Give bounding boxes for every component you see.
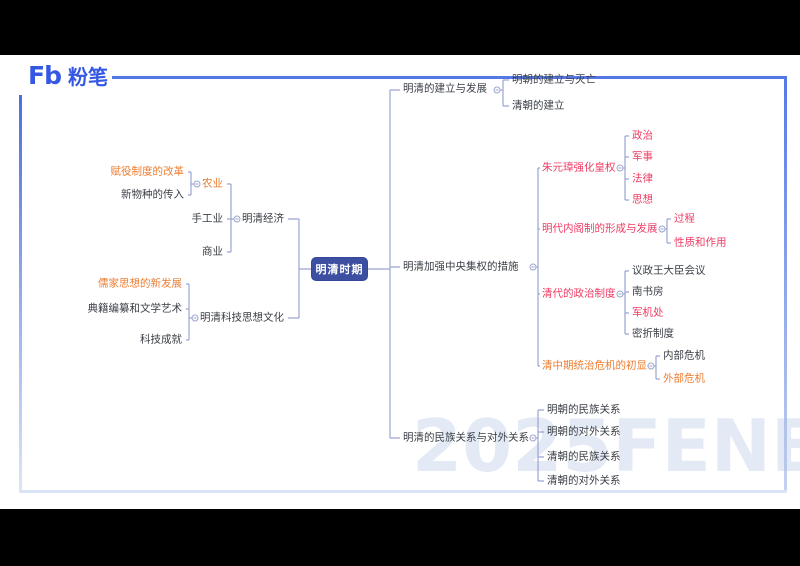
- logo-mark: Fb: [28, 61, 62, 90]
- collapse-toggle-culture[interactable]: [191, 314, 199, 322]
- node-mingqing-shiqi: 明清时期: [311, 257, 368, 281]
- node-secret-memorial: 密折制度: [632, 327, 674, 340]
- collapse-toggle-crisis[interactable]: [647, 362, 655, 370]
- node-internal-crisis: 内部危机: [663, 349, 705, 362]
- node-confucian-development: 儒家思想的新发展: [98, 277, 182, 290]
- watermark: 2025FENBI: [412, 404, 800, 488]
- node-agriculture: 农业: [202, 177, 223, 190]
- node-zhuyuanzhang-power: 朱元璋强化皇权: [542, 161, 616, 174]
- node-mid-qing-crisis: 清中期统治危机的初显: [542, 359, 647, 372]
- node-ethnic-foreign-relations: 明清的民族关系与对外关系: [403, 431, 529, 444]
- collapse-toggle-establishment[interactable]: [493, 86, 501, 94]
- letterbox-top: [0, 0, 800, 55]
- node-new-species: 新物种的传入: [121, 188, 184, 201]
- node-qing-ethnic: 清朝的民族关系: [547, 450, 621, 463]
- node-qing-founding: 清朝的建立: [512, 99, 565, 112]
- logo-wordmark: 粉笔: [67, 65, 108, 89]
- node-ming-ethnic: 明朝的民族关系: [547, 403, 621, 416]
- node-qing-political-system: 清代的政治制度: [542, 287, 616, 300]
- node-mingqing-culture: 明清科技思想文化: [200, 311, 284, 324]
- slide-border-right: [784, 76, 787, 493]
- fenbi-logo: Fb 粉笔: [28, 61, 108, 90]
- node-ming-foreign: 明朝的对外关系: [547, 425, 621, 438]
- node-qing-foreign: 清朝的对外关系: [547, 474, 621, 487]
- node-tax-reform: 赋役制度的改革: [110, 165, 185, 178]
- node-classics-literature: 典籍编纂和文学艺术: [87, 302, 183, 315]
- node-military: 军事: [632, 150, 653, 163]
- slide-border-top: [112, 76, 787, 79]
- node-external-crisis: 外部危机: [663, 372, 705, 385]
- node-process: 过程: [674, 212, 695, 225]
- node-politics: 政治: [632, 129, 653, 142]
- collapse-toggle-relations[interactable]: [529, 434, 537, 442]
- node-cabinet-system: 明代内阁制的形成与发展: [542, 222, 658, 235]
- collapse-toggle-economy[interactable]: [233, 215, 241, 223]
- slide-border-left: [19, 95, 22, 492]
- node-council-of-princes: 议政王大臣会议: [632, 264, 706, 277]
- collapse-toggle-cabinet[interactable]: [658, 225, 666, 233]
- node-establishment: 明清的建立与发展: [403, 82, 487, 95]
- node-tech-achievements: 科技成就: [140, 333, 182, 346]
- collapse-toggle-qing-political[interactable]: [616, 290, 624, 298]
- node-thought: 思想: [632, 193, 653, 206]
- collapse-toggle-zhuyuanzhang[interactable]: [616, 164, 624, 172]
- node-south-study: 南书房: [632, 285, 664, 298]
- node-grand-council: 军机处: [632, 306, 664, 319]
- node-handicraft: 手工业: [191, 212, 224, 225]
- collapse-toggle-agriculture[interactable]: [193, 180, 201, 188]
- letterbox-bottom: [0, 509, 800, 566]
- node-ming-founding-fall: 明朝的建立与灭亡: [512, 73, 596, 86]
- slide-border-bottom: [19, 490, 787, 493]
- node-nature-function: 性质和作用: [674, 236, 727, 249]
- node-commerce: 商业: [202, 245, 223, 258]
- node-mingqing-economy: 明清经济: [242, 212, 284, 225]
- node-law: 法律: [632, 172, 653, 185]
- slide-background: [0, 55, 800, 509]
- node-centralization-measures: 明清加强中央集权的措施: [403, 260, 519, 273]
- collapse-toggle-measures[interactable]: [529, 263, 537, 271]
